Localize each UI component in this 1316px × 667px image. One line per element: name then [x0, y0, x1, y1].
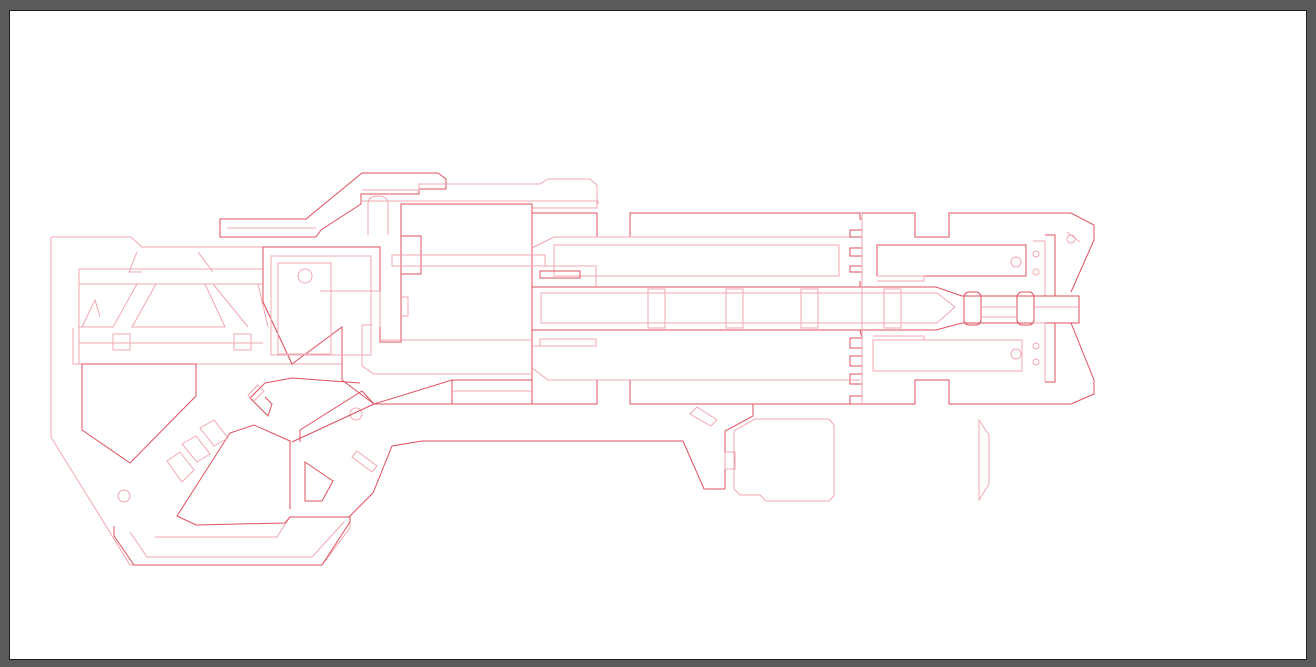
grip	[247, 377, 725, 518]
artboard	[9, 10, 1307, 660]
stock	[50, 236, 351, 566]
stock-cutout	[81, 363, 378, 566]
top-rail	[219, 172, 599, 238]
shroud-top	[531, 212, 1095, 297]
barrel	[532, 286, 1080, 331]
receiver	[262, 203, 546, 405]
under-barrel	[689, 404, 990, 502]
shroud-bottom	[531, 213, 1095, 405]
